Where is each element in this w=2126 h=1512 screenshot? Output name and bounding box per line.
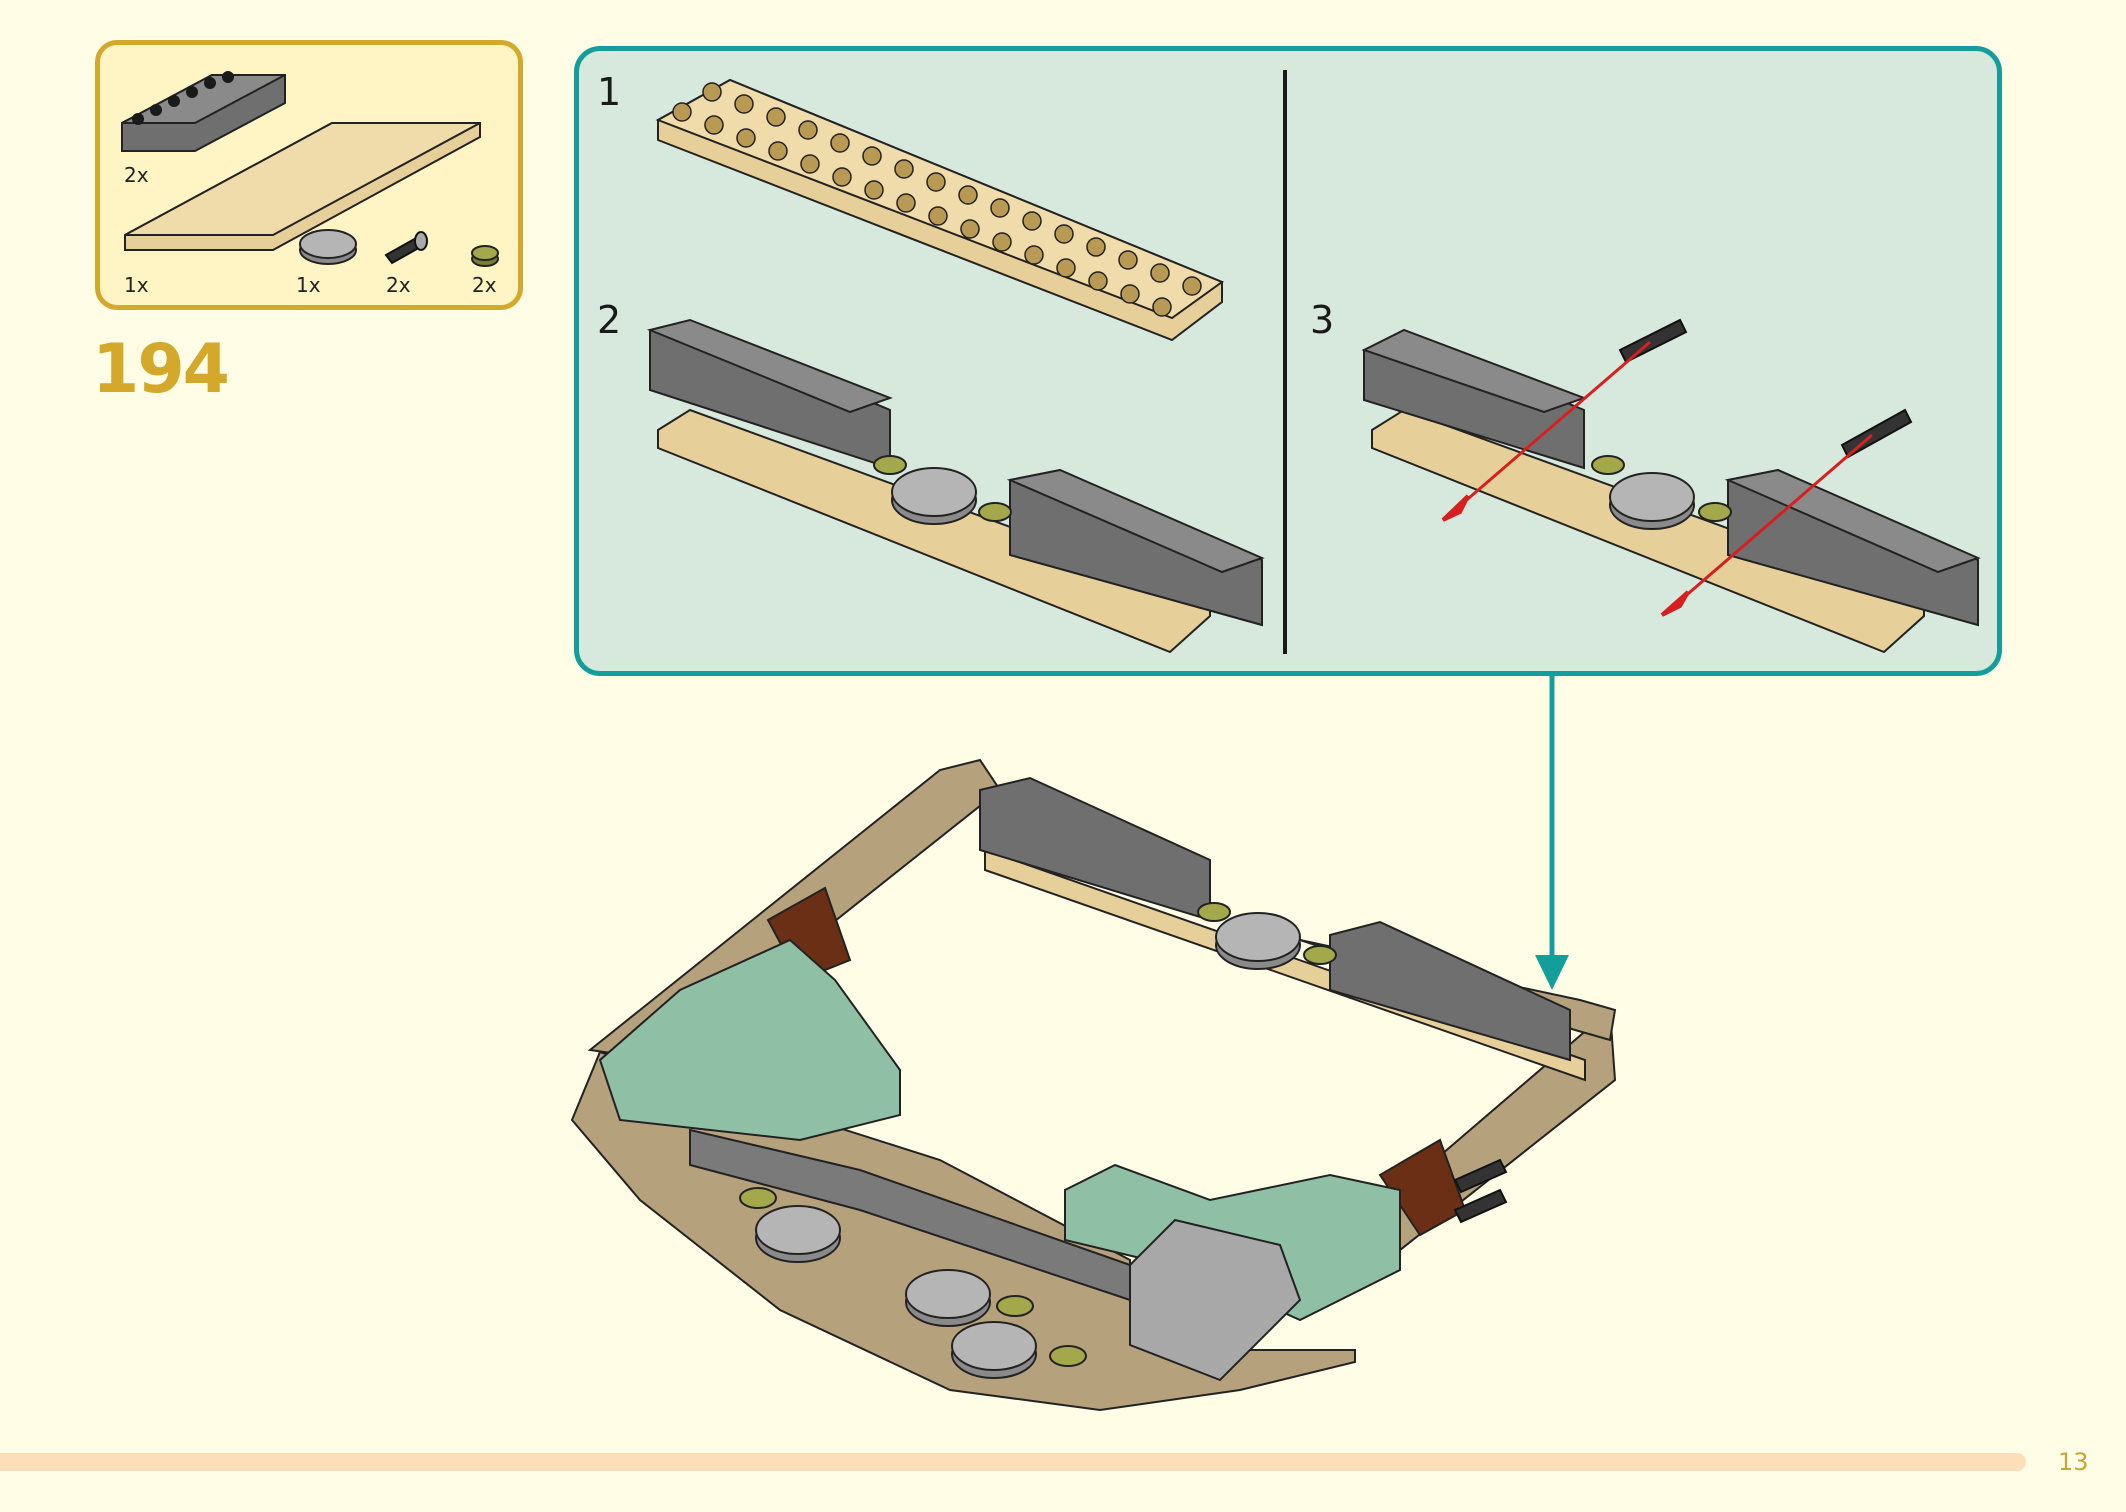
substep-3-assembly: [1361, 318, 1981, 654]
substep-2-assembly: [646, 318, 1265, 654]
tan-plate-icon: [124, 122, 481, 251]
step-number: 194: [92, 330, 230, 409]
substep-1-tan-plate: [655, 78, 1225, 342]
parts-callout: 2x 1x 1x 2x 2x: [95, 40, 523, 310]
footer-progress-bar: [0, 1453, 2026, 1471]
assembly-arrow: [1535, 676, 1569, 990]
part-qty-tile: 1x: [296, 273, 321, 297]
substep-label-2: 2: [597, 298, 622, 342]
substep-label-1: 1: [597, 70, 622, 114]
page-number: 13: [2058, 1448, 2089, 1476]
black-pin-icon: [384, 231, 428, 265]
olive-round-plate-icon: [471, 245, 499, 267]
dark-gray-technic-brick-icon: [121, 71, 286, 152]
part-qty-brick: 2x: [124, 163, 149, 187]
part-qty-round-plate: 2x: [472, 273, 497, 297]
part-qty-plate: 1x: [124, 273, 149, 297]
round-gray-tile-icon: [299, 229, 357, 265]
part-qty-pin: 2x: [386, 273, 411, 297]
substep-label-3: 3: [1310, 298, 1335, 342]
parts-illustration: [121, 71, 499, 267]
main-model-illustration: [570, 758, 1617, 1412]
panel-divider: [1283, 70, 1287, 654]
